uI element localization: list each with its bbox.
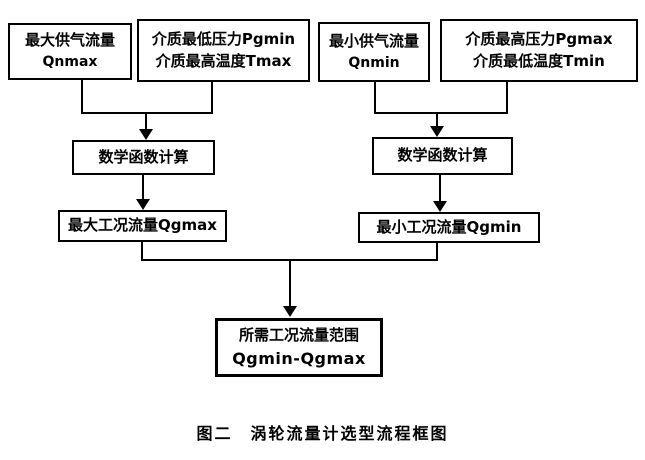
node-qgmax-label: 最大工况流量Qgmax [68,216,217,235]
connector-bottom-merge-bar [141,259,438,261]
node-result-line2: Qgmin-Qgmax [232,348,366,368]
connector-calc-right-stem [439,175,441,202]
node-calc-left: 数学函数计算 [72,140,215,175]
node-qgmin: 最小工况流量Qgmin [358,212,540,243]
node-pgmin-tmax: 介质最低压力Pgmin 介质最高温度Tmax [137,19,310,82]
node-qgmax: 最大工况流量Qgmax [58,210,227,242]
connector-left-merge-bar [81,112,213,114]
connector-bottom-merge-stem [289,261,291,307]
arrow-down-icon [433,201,447,212]
node-qnmax-line1: 最大供气流量 [24,31,115,50]
node-calc-left-label: 数学函数计算 [98,147,189,166]
connector-qnmax-down [81,80,83,114]
connector-qnmin-down [374,82,376,114]
arrow-down-icon [139,129,153,140]
connector-qgmax-down [141,242,143,261]
figure-caption: 图二 涡轮流量计选型流程框图 [196,424,449,443]
node-pgmin-tmax-line1: 介质最低压力Pgmin [151,29,296,48]
node-pgmax-tmin: 介质最高压力Pgmax 介质最低温度Tmin [440,19,638,82]
node-qnmin-line1: 最小供气流量 [328,31,419,50]
node-qnmax: 最大供气流量 Qnmax [8,23,132,80]
node-pgmin-tmax-line2: 介质最高温度Tmax [155,51,292,70]
connector-right-merge-stem [436,114,438,127]
node-result: 所需工况流量范围 Qgmin-Qgmax [215,318,383,377]
arrow-down-icon [430,126,444,137]
node-calc-right: 数学函数计算 [372,137,513,175]
node-calc-right-label: 数学函数计算 [397,146,488,165]
node-qnmax-line2: Qnmax [42,54,98,71]
connector-pgmin-down [211,82,213,114]
connector-pgmax-down [506,82,508,114]
connector-right-merge-bar [374,112,508,114]
connector-qgmin-down [436,243,438,261]
arrow-down-icon [283,306,297,317]
node-result-line1: 所需工况流量范围 [238,326,359,345]
connector-calc-left-stem [142,175,144,200]
node-pgmax-tmin-line1: 介质最高压力Pgmax [465,29,613,48]
arrow-down-icon [136,199,150,210]
node-qnmin-line2: Qnmin [348,54,400,71]
connector-left-merge-stem [145,114,147,130]
node-qgmin-label: 最小工况流量Qgmin [376,217,522,236]
node-qnmin: 最小供气流量 Qnmin [318,22,430,82]
node-pgmax-tmin-line2: 介质最低温度Tmin [473,51,605,70]
